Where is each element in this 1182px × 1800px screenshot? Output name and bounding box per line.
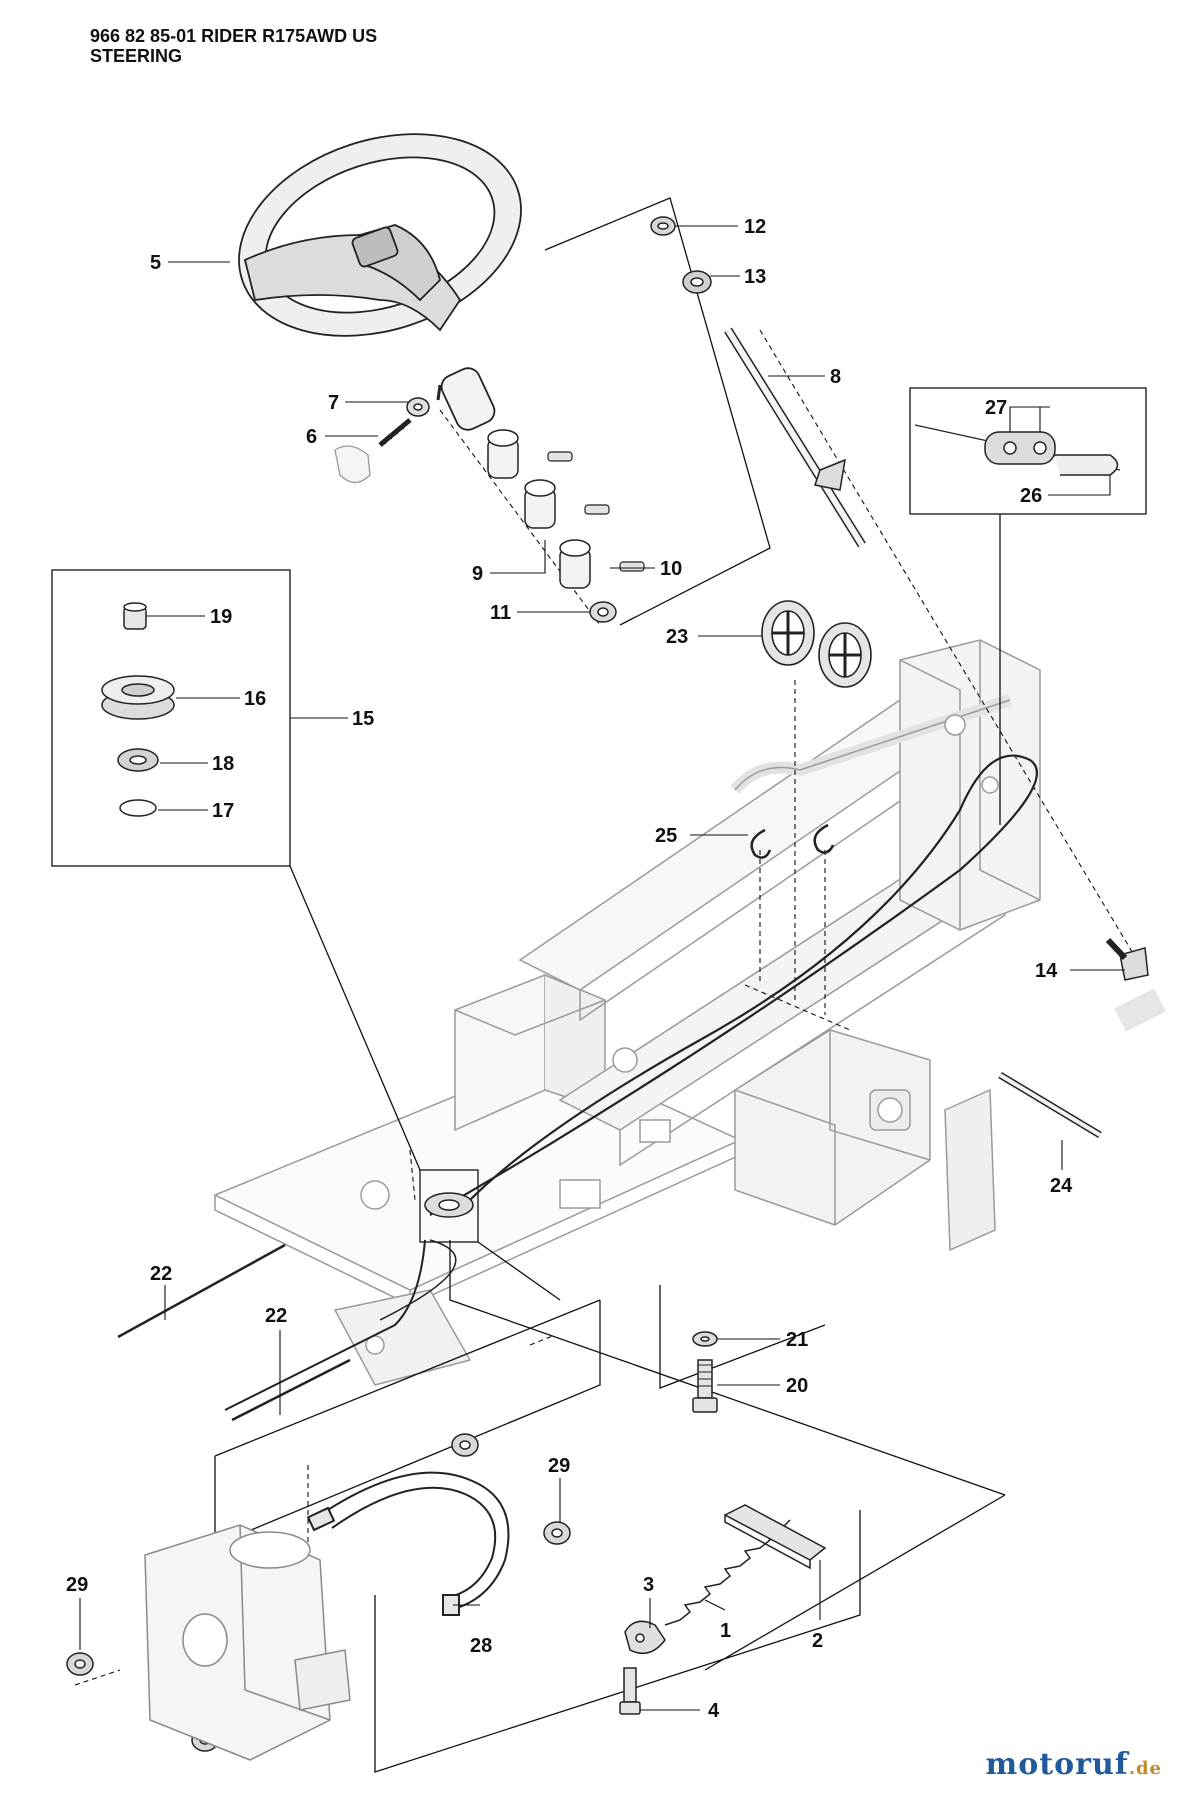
callout-8: 8 — [830, 366, 841, 388]
nut-7-part — [406, 384, 442, 417]
rod-22-part — [117, 1243, 351, 1422]
callout-18: 18 — [212, 753, 234, 775]
cable-clamp-detail — [914, 424, 1121, 476]
callout-14: 14 — [1035, 960, 1058, 982]
bushing-12-part — [650, 216, 676, 236]
watermark-tld: .de — [1128, 1758, 1162, 1779]
bolt-19-part — [123, 602, 147, 630]
plate-2-part — [723, 1504, 827, 1570]
callout-23: 23 — [666, 626, 688, 648]
assembly-centerlines — [74, 329, 1141, 1686]
callout-9: 9 — [472, 563, 483, 585]
callout-22-lower: 22 — [265, 1305, 287, 1327]
callout-19: 19 — [210, 606, 232, 628]
callout-29-left: 29 — [66, 1574, 88, 1596]
callout-12: 12 — [744, 216, 766, 238]
screw-6-part — [378, 418, 412, 447]
bolt-20-part — [692, 1359, 718, 1413]
kit-frames — [51, 197, 1147, 1773]
callout-leaders — [79, 225, 1125, 1711]
watermark-name: motoruf — [985, 1747, 1129, 1782]
callout-1: 1 — [720, 1620, 731, 1642]
callout-7: 7 — [328, 392, 339, 414]
bushing-13-part — [682, 270, 712, 294]
washer-21-part — [692, 1331, 718, 1347]
tractor-frame — [213, 639, 1166, 1386]
callout-20: 20 — [786, 1375, 808, 1397]
site-watermark: motoruf.de — [986, 1747, 1162, 1782]
cap-part — [334, 445, 371, 484]
bearing-18-part — [117, 748, 159, 772]
snap-ring-17-part — [119, 799, 157, 817]
callout-5: 5 — [150, 252, 161, 274]
section-title: STEERING — [90, 46, 183, 66]
pulley-23-part — [761, 600, 872, 688]
guide-bushing-part — [424, 1192, 474, 1218]
washer-11-part — [589, 601, 617, 623]
callout-24: 24 — [1050, 1175, 1073, 1197]
callout-27: 27 — [985, 397, 1007, 419]
pin-24-part — [998, 1071, 1102, 1139]
link-3-part — [624, 1620, 666, 1655]
steering-gearbox-housing — [144, 1524, 351, 1761]
callout-22-upper: 22 — [150, 1263, 172, 1285]
nut-29-part — [66, 1433, 571, 1752]
callout-15: 15 — [352, 708, 374, 730]
clip-25-part — [750, 823, 835, 859]
callout-21: 21 — [786, 1329, 808, 1351]
spacer-9-part — [487, 429, 591, 589]
callout-26: 26 — [1020, 485, 1042, 507]
callout-labels: 5 7 6 12 13 8 27 26 9 10 11 19 16 15 18 … — [66, 216, 1073, 1722]
set-screw-10-part — [547, 451, 645, 572]
callout-16: 16 — [244, 688, 266, 710]
callout-4: 4 — [708, 1700, 720, 1722]
callout-13: 13 — [744, 266, 766, 288]
steering-wheel-part — [238, 133, 522, 431]
callout-25: 25 — [655, 825, 677, 847]
strap-28-part — [306, 1471, 510, 1616]
callout-17: 17 — [212, 800, 234, 822]
callout-11: 11 — [490, 602, 511, 624]
callout-6: 6 — [306, 426, 317, 448]
model-title: 966 82 85-01 RIDER R175AWD US — [90, 26, 378, 46]
steering-cable — [224, 754, 1039, 1411]
pulley-16-part — [101, 675, 175, 720]
diagram-header: 966 82 85-01 RIDER R175AWD US STEERING — [90, 26, 377, 66]
bolt-14-part — [1105, 937, 1149, 981]
callout-10: 10 — [660, 558, 682, 580]
callout-28: 28 — [470, 1635, 492, 1657]
callout-3: 3 — [643, 1574, 654, 1596]
bolt-4-part — [619, 1667, 641, 1715]
callout-29-right: 29 — [548, 1455, 570, 1477]
steering-shaft-8-part — [724, 327, 866, 548]
callout-2: 2 — [812, 1630, 823, 1652]
